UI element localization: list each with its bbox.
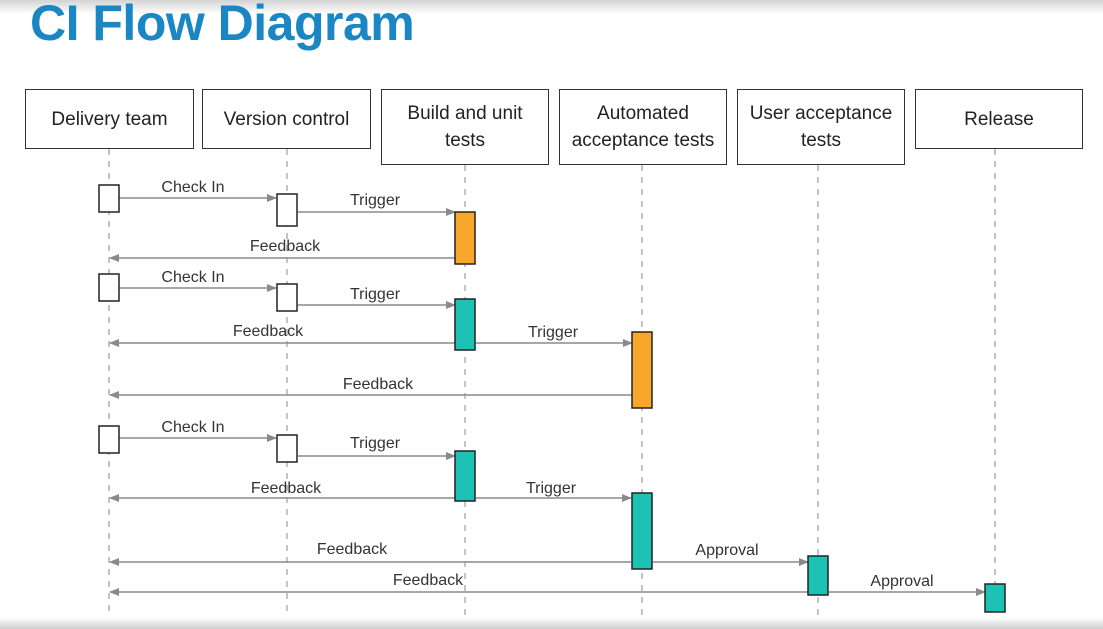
activation-colored — [454, 211, 1006, 613]
label-feedback-6: Feedback — [393, 572, 464, 589]
label-trigger-4: Trigger — [350, 435, 401, 452]
lane-header-build-and-unit-tests: Build and unit tests — [381, 89, 549, 165]
activation-white — [98, 184, 298, 463]
label-trigger-2: Trigger — [350, 286, 401, 303]
lane-header-user-acceptance-tests: User acceptance tests — [737, 89, 905, 165]
label-feedback-1: Feedback — [250, 238, 321, 255]
lifelines — [108, 149, 996, 629]
activation-user-acceptance — [807, 555, 829, 596]
label-check-in-3: Check In — [161, 419, 224, 436]
label-trigger-5: Trigger — [526, 480, 577, 497]
lane-header-automated-acceptance-tests: Automated acceptance tests — [559, 89, 727, 165]
label-feedback-2: Feedback — [233, 323, 304, 340]
label-trigger-1: Trigger — [350, 192, 401, 209]
lane-header-version-control: Version control — [202, 89, 371, 149]
activation-version-control-1 — [276, 193, 298, 227]
label-approval-1: Approval — [695, 542, 758, 559]
page-title: CI Flow Diagram — [30, 0, 415, 51]
activation-delivery-team-1 — [98, 184, 120, 213]
label-check-in-2: Check In — [161, 269, 224, 286]
message-labels: Check In Trigger Feedback Check In Trigg… — [161, 179, 933, 590]
label-approval-2: Approval — [870, 573, 933, 590]
label-feedback-4: Feedback — [251, 480, 322, 497]
activation-delivery-team-2 — [98, 273, 120, 302]
activation-build-passed-2 — [454, 450, 476, 502]
lane-header-release: Release — [915, 89, 1083, 149]
label-trigger-3: Trigger — [528, 324, 579, 341]
activation-acceptance-passed — [631, 492, 653, 570]
top-shade — [0, 0, 1103, 14]
activation-build-failed — [454, 211, 476, 265]
activation-release — [984, 583, 1006, 613]
lane-header-delivery-team: Delivery team — [25, 89, 194, 149]
bottom-shade — [0, 617, 1103, 629]
message-arrows — [109, 194, 986, 596]
label-check-in-1: Check In — [161, 179, 224, 196]
activation-build-passed-1 — [454, 298, 476, 351]
activation-version-control-3 — [276, 434, 298, 463]
label-feedback-5: Feedback — [317, 541, 388, 558]
label-feedback-3: Feedback — [343, 376, 414, 393]
activation-version-control-2 — [276, 283, 298, 312]
activation-delivery-team-3 — [98, 425, 120, 454]
activation-acceptance-failed — [631, 331, 653, 409]
